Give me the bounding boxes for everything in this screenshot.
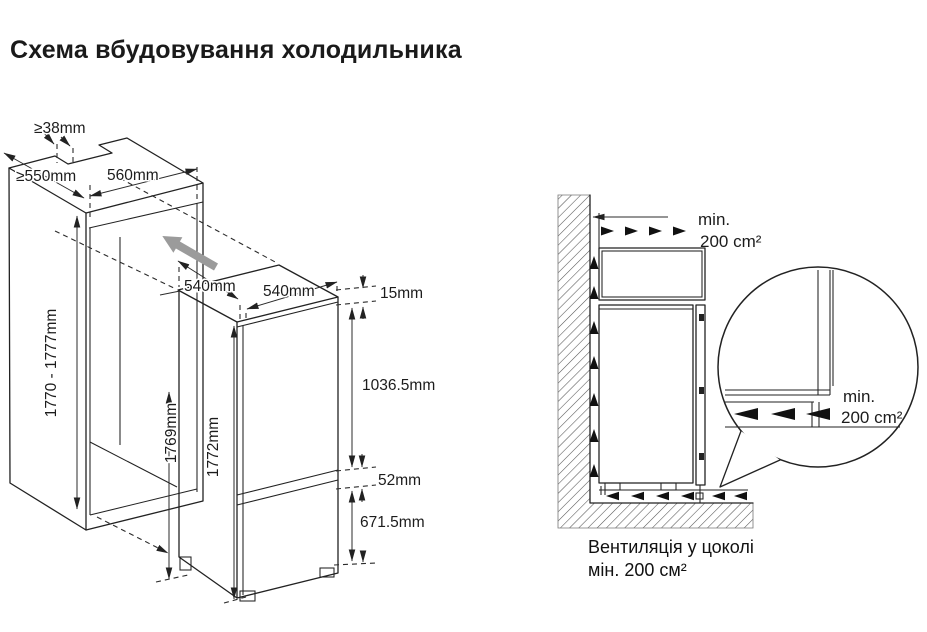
dim-label-top-gap: 15mm <box>380 285 423 302</box>
dim-label-lower-door: 671.5mm <box>360 514 425 531</box>
top-airflow <box>592 213 686 248</box>
fridge-outline <box>177 264 339 602</box>
vent-caption-line1: Вентиляція у цоколі <box>588 537 754 557</box>
dim-label-fridge-height: 1772mm <box>205 417 222 477</box>
page-title: Схема вбудовування холодильника <box>10 36 462 64</box>
dim-label-upper-door: 1036.5mm <box>362 377 435 394</box>
upper-cabinet <box>598 247 706 301</box>
dim-label-fridge-depth: 540mm <box>184 278 236 295</box>
dim-label-niche-height: 1770 - 1777mm <box>43 309 60 418</box>
rear-airflow-arrows <box>589 256 599 477</box>
ventilation-diagram: min. 200 cm² min. 200 cm² Вентиляція у ц… <box>557 194 919 580</box>
vent-caption-line2: мін. 200 см² <box>588 560 687 580</box>
vent-top-min-label: min. <box>698 210 730 229</box>
dim-label-inner-height: 1769mm <box>163 403 180 463</box>
plinth-airflow-arrows <box>606 491 747 501</box>
dimension-lines <box>3 132 367 600</box>
vent-top-area-label: 200 cm² <box>700 232 762 251</box>
insertion-guides <box>54 144 377 604</box>
dim-label-door-gap: 52mm <box>378 472 421 489</box>
detail-callout <box>717 266 919 488</box>
dim-label-top-clearance: ≥38mm <box>34 120 86 137</box>
vent-detail-min-label: min. <box>843 387 875 406</box>
niche-installation-diagram: ≥38mm ≥550mm 560mm 540mm 540mm 15mm 1770… <box>3 119 437 604</box>
cabinet-outline <box>8 137 204 531</box>
dim-label-min-depth: ≥550mm <box>16 168 76 185</box>
fridge-side-view <box>598 304 748 503</box>
dim-label-niche-width: 560mm <box>107 167 159 184</box>
dim-label-fridge-width: 540mm <box>263 283 315 300</box>
vent-detail-area-label: 200 cm² <box>841 408 903 427</box>
